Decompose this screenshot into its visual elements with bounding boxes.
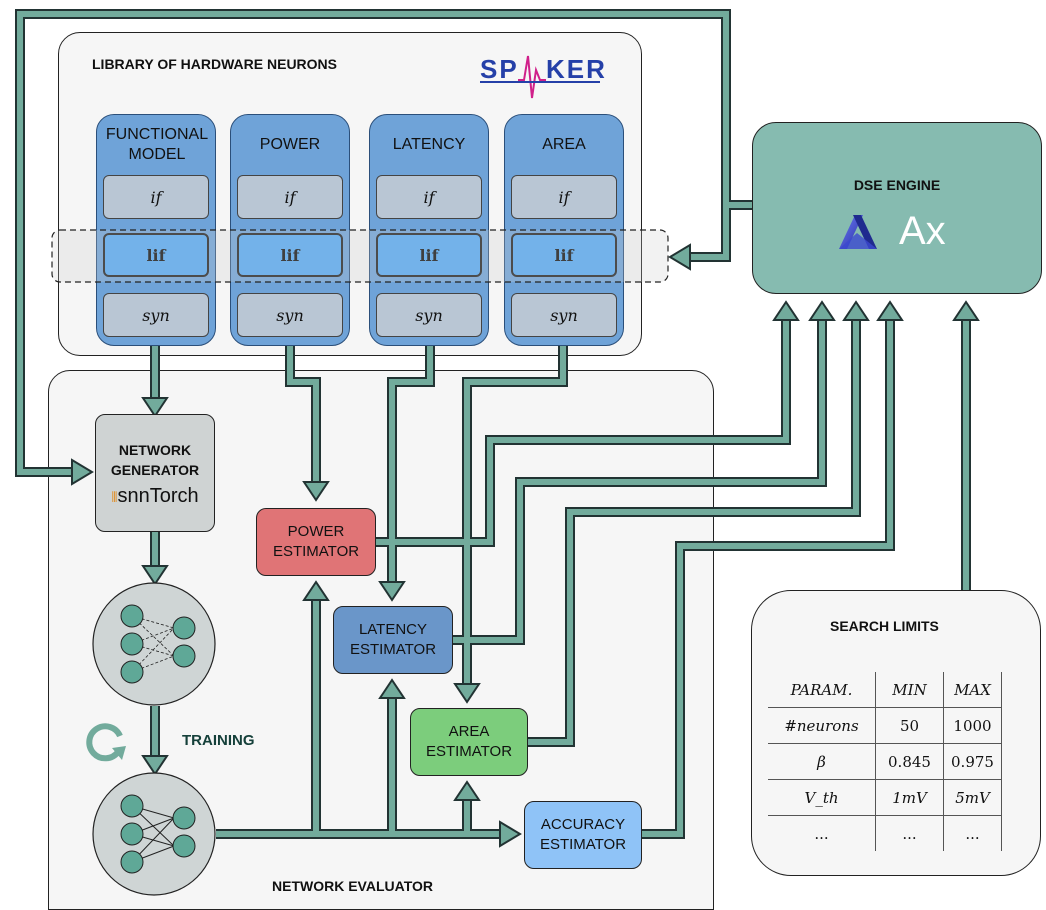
- column-label: LATENCY: [392, 136, 466, 153]
- wire-power-col-to-estimator-outline: [285, 346, 321, 482]
- table-cell: V_th: [768, 779, 876, 816]
- column-label: FUNCTIONAL MODEL: [105, 126, 209, 163]
- table-row: β 0.845 0.975: [768, 743, 1002, 780]
- cell-lif: lif: [103, 233, 209, 277]
- ax-logo-text: Ax: [899, 209, 946, 253]
- wire-accuracy-to-dse-arrowhead: [876, 300, 904, 321]
- lif-selection-band: [51, 229, 669, 283]
- training-label: TRAINING: [182, 732, 255, 749]
- column-label: AREA: [542, 136, 586, 153]
- wire-functional-to-generator-arrowhead: [141, 397, 169, 418]
- column-latency: LATENCY if lif syn: [369, 114, 489, 346]
- table-cell: ...: [768, 815, 876, 851]
- dse-engine-title: DSE ENGINE: [853, 177, 941, 193]
- training-loop-icon: [82, 718, 128, 764]
- network-evaluator-title: NETWORK EVALUATOR: [272, 878, 433, 894]
- latency-estimator-box: LATENCY ESTIMATOR: [333, 606, 453, 674]
- wire-dse-to-library-arrowhead: [668, 243, 691, 271]
- wire-power-col-to-estimator: [287, 346, 319, 482]
- wire-power-to-dse-arrowhead: [772, 300, 800, 321]
- cell-lif: lif: [376, 233, 482, 277]
- wire-latency-to-dse-arrowhead: [808, 300, 836, 321]
- table-cell: ...: [943, 815, 1002, 851]
- table-cell: 1mV: [875, 779, 944, 816]
- snntorch-logo-text: snnTorch: [117, 484, 199, 507]
- table-cell: β: [768, 743, 876, 780]
- wire-dse-to-library: [690, 205, 729, 260]
- wire-network-training-arrowhead: [141, 755, 169, 776]
- wire-accuracy-to-dse: [642, 320, 893, 837]
- accuracy-estimator-box: ACCURACY ESTIMATOR: [524, 801, 642, 869]
- ax-logo: Ax: [837, 207, 967, 257]
- power-estimator-box: POWER ESTIMATOR: [256, 508, 376, 576]
- cell-if: if: [237, 175, 343, 219]
- table-row: PARAM. MIN MAX: [768, 672, 1002, 708]
- cell-lif: lif: [511, 233, 617, 277]
- wire-dse-to-generator-arrowhead: [71, 458, 94, 486]
- wire-area-to-dse-outline: [528, 320, 861, 747]
- wire-latency-col-to-estimator-arrowhead: [378, 581, 406, 602]
- table-row: V_th 1mV 5mV: [768, 779, 1002, 816]
- wire-to-latency-estimator-arrowhead: [378, 678, 406, 699]
- wire-to-power-estimator-arrowhead: [302, 580, 330, 601]
- cell-if: if: [376, 175, 482, 219]
- table-row: #neurons 50 1000: [768, 707, 1002, 744]
- wire-dse-to-generator: [17, 11, 729, 475]
- table-row: ... ... ...: [768, 815, 1002, 851]
- untrained-network-icon: [92, 582, 216, 706]
- wire-area-col-to-estimator-arrowhead: [453, 683, 481, 704]
- wire-dse-to-library-outline: [690, 205, 731, 262]
- svg-text:SP: SP: [480, 54, 519, 84]
- cell-syn: syn: [376, 293, 482, 337]
- table-header: MAX: [943, 672, 1002, 708]
- wire-latency-col-to-estimator: [389, 346, 433, 582]
- dse-engine-box: DSE ENGINE Ax: [752, 122, 1042, 294]
- cell-syn: syn: [103, 293, 209, 337]
- wire-generator-to-network-arrowhead: [141, 565, 169, 586]
- table-cell: 0.975: [943, 743, 1002, 780]
- wire-network-to-accuracy-arrowhead: [499, 820, 522, 848]
- table-header: PARAM.: [768, 672, 876, 708]
- snntorch-logo: ⦀snnTorch: [111, 486, 198, 507]
- spiker-logo: SP KER: [478, 50, 608, 102]
- table-cell: 0.845: [875, 743, 944, 780]
- wire-power-col-to-estimator-arrowhead: [302, 481, 330, 502]
- area-estimator-box: AREA ESTIMATOR: [410, 708, 528, 776]
- cell-syn: syn: [237, 293, 343, 337]
- search-limits-table: PARAM. MIN MAX #neurons 50 1000 β 0.845 …: [768, 672, 1002, 851]
- table-header: MIN: [875, 672, 944, 708]
- trained-network-icon: [92, 772, 216, 896]
- search-limits-title: SEARCH LIMITS: [830, 618, 939, 634]
- svg-text:KER: KER: [546, 54, 607, 84]
- cell-if: if: [103, 175, 209, 219]
- wire-area-col-to-estimator: [464, 346, 566, 684]
- snntorch-icon: ⦀: [111, 488, 118, 505]
- wire-limits-to-dse-arrowhead: [952, 300, 980, 321]
- network-generator-box: NETWORK GENERATOR ⦀snnTorch: [95, 414, 215, 532]
- network-generator-title: NETWORK GENERATOR: [110, 441, 200, 478]
- library-title: LIBRARY OF HARDWARE NEURONS: [92, 56, 338, 72]
- cell-if: if: [511, 175, 617, 219]
- cell-syn: syn: [511, 293, 617, 337]
- table-cell: ...: [875, 815, 944, 851]
- wire-area-to-dse: [528, 320, 859, 745]
- wire-area-to-dse-arrowhead: [842, 300, 870, 321]
- table-cell: 5mV: [943, 779, 1002, 816]
- wire-to-area-estimator-arrowhead: [453, 780, 481, 801]
- column-label: POWER: [259, 136, 321, 153]
- table-cell: #neurons: [768, 707, 876, 744]
- table-cell: 1000: [943, 707, 1002, 744]
- wire-latency-to-dse: [453, 320, 825, 643]
- table-cell: 50: [875, 707, 944, 744]
- wire-power-to-dse: [376, 320, 789, 545]
- cell-lif: lif: [237, 233, 343, 277]
